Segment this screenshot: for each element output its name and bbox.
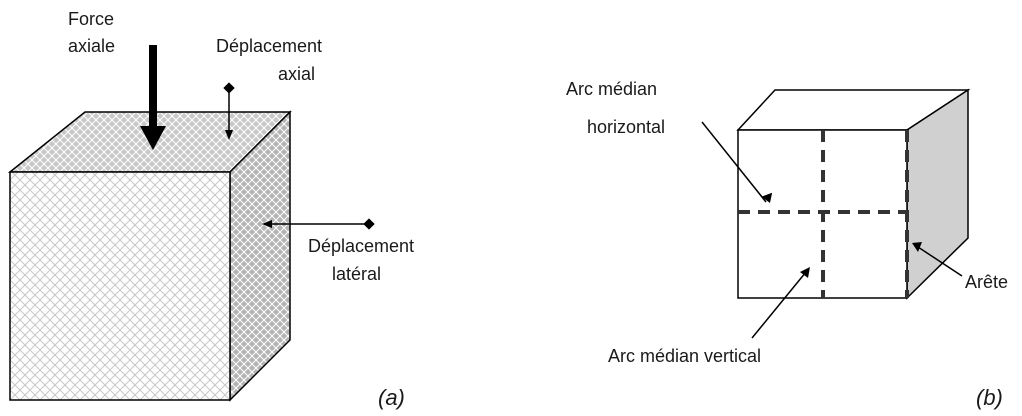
force-label-line2: axiale	[68, 36, 115, 56]
edge-label: Arête	[965, 272, 1008, 292]
arc-vertical-label: Arc médian vertical	[608, 346, 761, 366]
edge-leader	[912, 242, 963, 277]
block-front-face	[9, 171, 231, 401]
arc-horizontal-leader	[701, 121, 773, 203]
caption-a: (a)	[378, 385, 405, 410]
force-label-line1: Force	[68, 9, 114, 29]
axial-displacement-label-line1: Déplacement	[216, 36, 322, 56]
caption-b: (b)	[976, 385, 1003, 410]
arc-horizontal-label-line2: horizontal	[587, 117, 665, 137]
axial-force-arrow	[140, 45, 166, 150]
arc-vertical-leader	[751, 267, 810, 339]
lateral-displacement-label-line1: Déplacement	[308, 236, 414, 256]
arc-horizontal-label-line1: Arc médian	[566, 79, 657, 99]
axial-displacement-label-line2: axial	[278, 64, 315, 84]
lateral-displacement-gauge	[262, 218, 375, 230]
panel-a: Force axiale Déplacement axial Déplaceme…	[7, 9, 414, 410]
lateral-displacement-label-line2: latéral	[332, 264, 381, 284]
panel-b: Arc médian horizontal Arc médian vertica…	[566, 79, 1008, 410]
